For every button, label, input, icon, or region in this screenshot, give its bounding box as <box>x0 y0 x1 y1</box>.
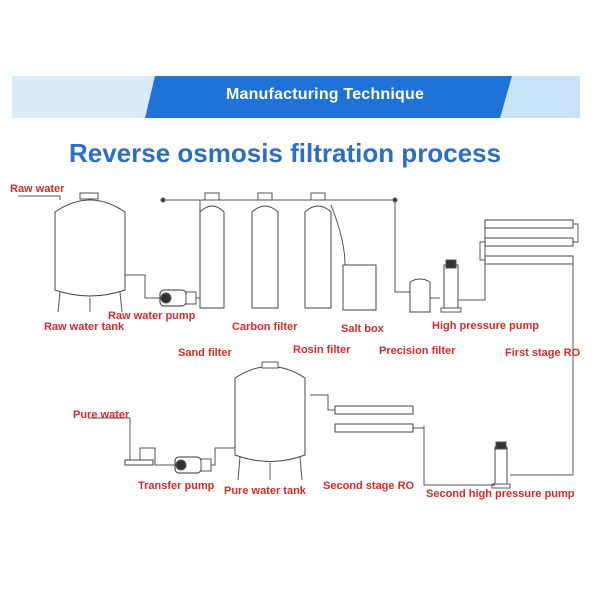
pure-water-outlet <box>88 417 154 466</box>
banner-title: Manufacturing Technique <box>225 86 425 103</box>
transfer-pump <box>174 456 212 474</box>
label-second-high-pressure-pump: Second high pressure pump <box>426 488 575 500</box>
precision-filter <box>409 278 431 313</box>
second-high-pressure-pump <box>491 441 511 489</box>
label-salt-box: Salt box <box>341 323 384 335</box>
banner <box>12 76 580 118</box>
salt-box <box>342 264 377 311</box>
label-precision-filter: Precision filter <box>379 345 456 357</box>
label-pure-water-tank: Pure water tank <box>224 485 306 497</box>
second-stage-ro <box>334 405 414 433</box>
label-high-pressure-pump: High pressure pump <box>432 320 539 332</box>
label-pure-water: Pure water <box>73 409 130 421</box>
sand-filter-vessel <box>199 192 225 309</box>
first-stage-ro <box>484 219 574 265</box>
label-transfer-pump: Transfer pump <box>138 480 215 492</box>
label-raw-water-tank: Raw water tank <box>44 321 125 333</box>
diagram-title: Reverse osmosis filtration process <box>68 138 502 168</box>
rosin-filter-vessel <box>304 192 332 309</box>
label-sand-filter: Sand filter <box>178 347 232 359</box>
label-raw-water-pump: Raw water pump <box>108 310 196 322</box>
label-second-stage-ro: Second stage RO <box>323 480 415 492</box>
label-carbon-filter: Carbon filter <box>232 321 298 333</box>
raw-water-tank <box>54 192 126 313</box>
label-first-stage-ro: First stage RO <box>505 347 581 359</box>
label-rosin-filter: Rosin filter <box>293 344 351 356</box>
high-pressure-pump <box>440 259 462 313</box>
raw-water-pump <box>159 289 197 307</box>
pure-water-tank <box>234 361 306 481</box>
raw-water-inlet <box>18 195 61 200</box>
label-raw-water: Raw water <box>10 183 65 195</box>
carbon-filter-vessel <box>251 192 279 309</box>
